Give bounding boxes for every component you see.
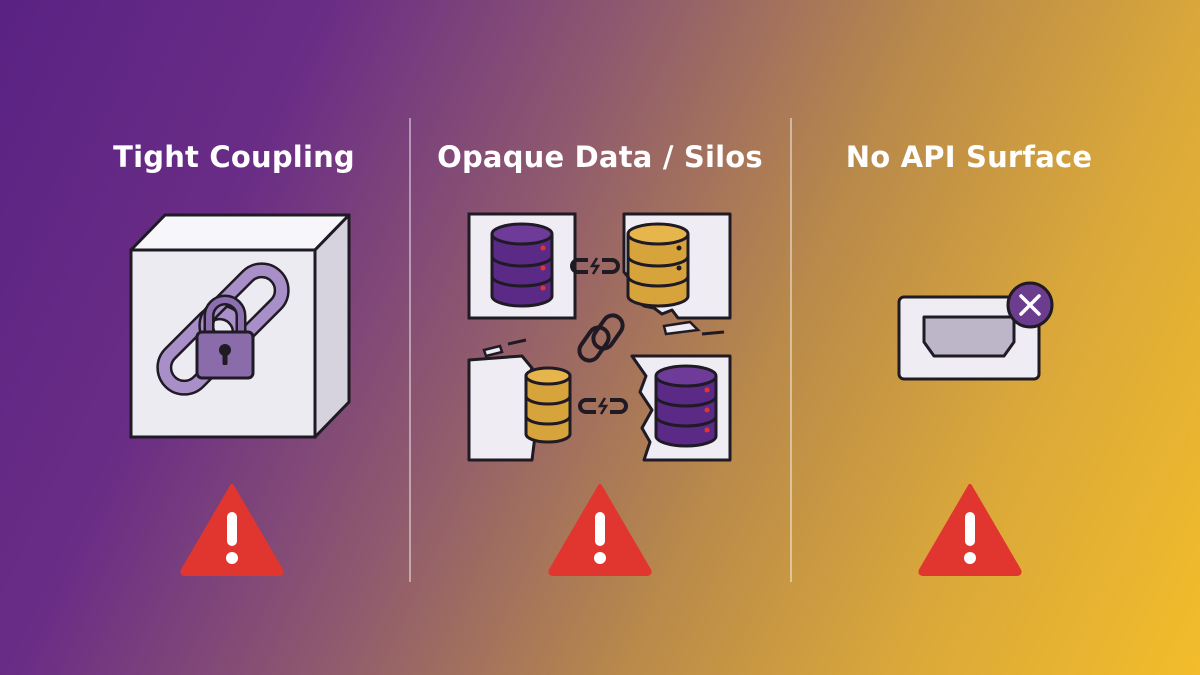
broken-link-icon [578,397,628,415]
port-icon [897,281,1054,381]
panel-tight-coupling: Tight Coupling [34,0,434,675]
warning-icon [918,484,1022,576]
database-icon [524,366,572,444]
box-icon [129,213,351,439]
panel-opaque-data-silos: Opaque Data / Silos [400,0,800,675]
padlock-icon [195,294,255,380]
warning-icon [548,484,652,576]
database-icon [490,222,554,308]
panel-title: Opaque Data / Silos [437,140,763,174]
chain-icon [577,313,625,363]
database-icon [654,364,718,448]
broken-link-icon [570,257,620,275]
panel-title: Tight Coupling [113,140,355,174]
warning-icon [180,484,284,576]
silos-illustration [467,212,732,462]
panel-title: No API Surface [845,140,1093,174]
divider [790,118,792,582]
panel-no-api-surface: No API Surface [769,0,1169,675]
close-icon [1006,281,1054,329]
database-icon [626,222,690,308]
divider [409,118,411,582]
